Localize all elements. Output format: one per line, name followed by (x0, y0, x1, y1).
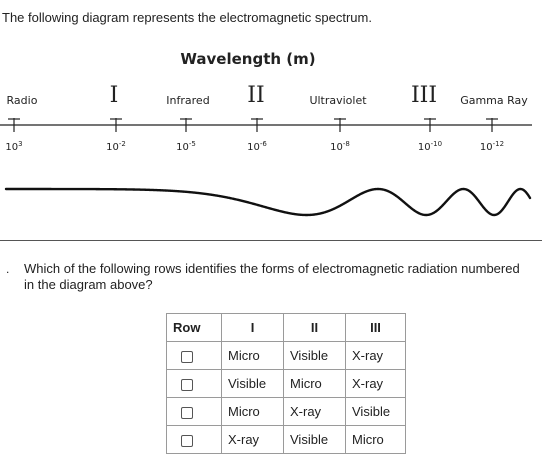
tick-labels: 103 10-2 10-5 10-6 10-8 10-10 10-12 (5, 140, 504, 153)
row-select-cell (166, 341, 222, 370)
row-checkbox[interactable] (181, 350, 193, 363)
table-row: Micro X-ray Visible (166, 397, 406, 426)
table-header-row: Row I II III (166, 313, 406, 342)
table-row: Visible Micro X-ray (166, 369, 406, 398)
roman-numeral-label: I (110, 83, 119, 108)
header-ii: II (283, 313, 346, 342)
band-label: Gamma Ray (460, 94, 528, 107)
tick-label: 10-8 (330, 140, 350, 153)
table-cell: Visible (221, 369, 284, 398)
band-labels: Radio I Infrared II Ultraviolet III Gamma Ray (7, 83, 529, 108)
roman-numeral-label: III (411, 83, 437, 108)
table-cell: X-ray (283, 397, 346, 426)
table-cell: Micro (221, 341, 284, 370)
tick-marks (8, 118, 498, 132)
question-text: Which of the following rows identifies t… (24, 261, 520, 292)
table-cell: X-ray (345, 341, 406, 370)
table-cell: X-ray (345, 369, 406, 398)
em-spectrum-diagram: Wavelength (m) Radio I Infrared II Ultraviol… (0, 50, 532, 217)
header-i: I (221, 313, 284, 342)
tick-label: 10-10 (418, 140, 442, 153)
row-select-cell (166, 397, 222, 426)
table-cell: Visible (283, 341, 346, 370)
table-cell: Micro (345, 425, 406, 454)
question-marker: . (6, 262, 10, 276)
table-row: Micro Visible X-ray (166, 341, 406, 370)
table-cell: Micro (283, 369, 346, 398)
row-select-cell (166, 425, 222, 454)
table-cell: Visible (283, 425, 346, 454)
table-cell: Visible (345, 397, 406, 426)
row-checkbox[interactable] (181, 434, 193, 447)
tick-label: 103 (5, 140, 22, 153)
row-select-cell (166, 369, 222, 398)
row-checkbox[interactable] (181, 378, 193, 391)
table-cell: X-ray (221, 425, 284, 454)
tick-label: 10-12 (480, 140, 504, 153)
header-row: Row (166, 313, 222, 342)
intro-text: The following diagram represents the ele… (2, 10, 372, 25)
table-row: X-ray Visible Micro (166, 425, 406, 454)
band-label: Radio (7, 94, 38, 107)
tick-label: 10-2 (106, 140, 126, 153)
band-label: Infrared (166, 94, 209, 107)
diagram-title: Wavelength (m) (180, 50, 315, 68)
row-checkbox[interactable] (181, 406, 193, 419)
em-wave (4, 187, 532, 217)
tick-label: 10-5 (176, 140, 196, 153)
roman-numeral-label: II (247, 83, 264, 108)
answer-table: Row I II III Micro Visible X-ray Visible… (166, 313, 406, 454)
table-cell: Micro (221, 397, 284, 426)
band-label: Ultraviolet (309, 94, 367, 107)
section-divider (0, 240, 542, 241)
header-iii: III (345, 313, 406, 342)
tick-label: 10-6 (247, 140, 267, 153)
